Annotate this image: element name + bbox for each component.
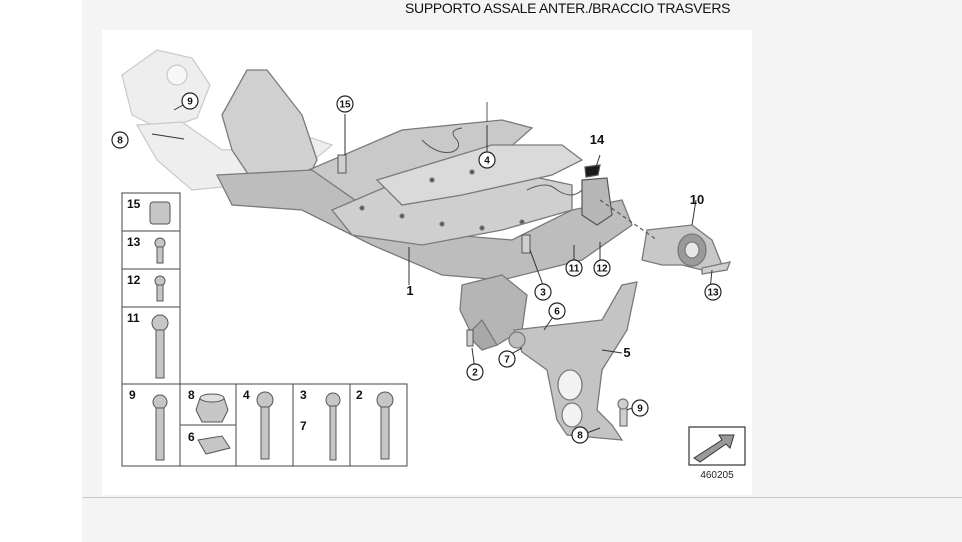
callout-8a: 8 [117, 136, 123, 147]
callout-9a: 9 [187, 97, 193, 108]
table-label-2: 2 [356, 388, 363, 402]
callout-8b: 8 [577, 431, 583, 442]
left-gutter [0, 0, 82, 542]
table-label-4: 4 [243, 388, 250, 402]
table-label-15: 15 [127, 197, 141, 211]
callout-4: 4 [484, 156, 490, 167]
label-5: 5 [623, 345, 630, 360]
table-label-3: 3 [300, 388, 307, 402]
callout-13: 13 [707, 288, 719, 299]
callout-9b: 9 [637, 404, 643, 415]
table-label-7: 7 [300, 419, 307, 433]
table-label-8: 8 [188, 388, 195, 402]
callout-11: 11 [569, 264, 580, 275]
callout-3: 3 [540, 288, 546, 299]
page-title: SUPPORTO ASSALE ANTER./BRACCIO TRASVERS [405, 0, 731, 16]
arrow-icon [688, 426, 746, 466]
divider [82, 497, 962, 498]
table-label-11: 11 [127, 311, 140, 325]
table-label-12: 12 [127, 273, 141, 287]
frame-bolts [337, 102, 531, 347]
table-parts [149, 201, 394, 461]
label-10: 10 [690, 192, 704, 207]
wire-bracket [421, 127, 583, 196]
bracket-14 [581, 164, 658, 241]
subframe [215, 69, 633, 351]
callout-6: 6 [554, 307, 560, 318]
parts-diagram: 8 9 15 4 3 11 12 13 2 7 6 8 9 1 5 10 14 … [102, 30, 752, 495]
bushing-mount [641, 224, 732, 275]
diagram-number: 460205 [700, 470, 734, 481]
diagram-svg: 8 9 15 4 3 11 12 13 2 7 6 8 9 1 5 10 14 … [111, 49, 746, 481]
callout-7: 7 [504, 355, 510, 366]
table-label-6: 6 [188, 430, 195, 444]
callout-15: 15 [339, 100, 351, 111]
callouts [111, 92, 722, 444]
label-1: 1 [406, 283, 413, 298]
control-arm [508, 281, 638, 441]
label-14: 14 [590, 132, 605, 147]
callout-2: 2 [472, 368, 478, 379]
table-label-13: 13 [127, 235, 141, 249]
table-label-9: 9 [129, 388, 136, 402]
callout-12: 12 [596, 264, 608, 275]
